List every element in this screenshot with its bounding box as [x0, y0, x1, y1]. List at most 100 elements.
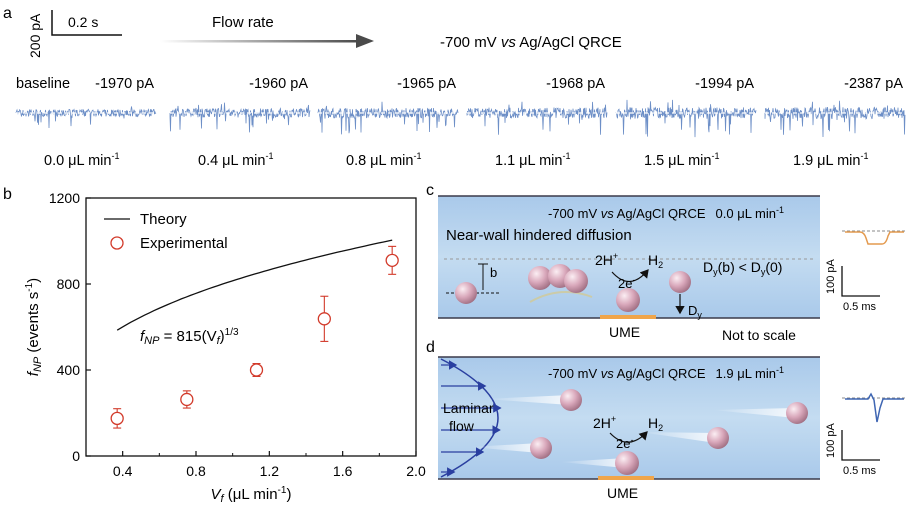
experimental-point	[249, 363, 264, 377]
panel-a-condition: -700 mV vs Ag/AgCl QRCE	[440, 34, 622, 51]
ume-label-d: UME	[607, 485, 638, 501]
y-tick-label: 1200	[49, 190, 80, 206]
current-traces: -1970 pA 0.0 μL min-1 -1960 pA 0.4 μL min-1…	[15, 76, 906, 169]
x-tick-label: 1.2	[260, 463, 280, 479]
flow-rate-arrow	[160, 40, 358, 43]
particle-trail	[712, 408, 796, 418]
segment-flow-label: 1.5 μL min-1	[644, 151, 719, 169]
current-trace-5	[764, 100, 906, 138]
segment-flow-label: 1.1 μL min-1	[495, 151, 570, 169]
ume-electrode-c	[600, 315, 656, 319]
electron-label: 2e-	[618, 275, 635, 291]
flow-rate-label: Flow rate	[212, 14, 274, 31]
particle-trail	[470, 443, 540, 453]
inset-c-trace	[845, 231, 904, 245]
particle	[786, 402, 808, 424]
segment-current-label: -1994 pA	[695, 76, 754, 92]
experimental-point	[180, 392, 194, 407]
fit-equation: fNP = 815(Vf)1/3	[140, 327, 239, 347]
hindered-diffusion-label: Near-wall hindered diffusion	[446, 227, 632, 244]
not-to-scale-label: Not to scale	[722, 327, 796, 343]
inset-c-scale-x: 0.5 ms	[843, 301, 877, 313]
x-tick-label: 0.8	[186, 463, 206, 479]
particle	[455, 282, 477, 304]
panel-d-letter: d	[426, 339, 435, 356]
current-trace-3	[466, 101, 608, 135]
particle	[564, 269, 588, 293]
inset-d-scale-x: 0.5 ms	[843, 465, 877, 477]
particle	[616, 288, 640, 312]
electron-label-d: 2e-	[616, 435, 633, 451]
reaction-arrow	[611, 269, 649, 283]
hydrogen-label-d: H2	[648, 415, 663, 433]
particle-trail	[560, 458, 626, 468]
inset-d-scale-bar	[841, 430, 880, 461]
inset-d-scale-y: 100 pA	[825, 422, 837, 458]
experimental-point	[385, 253, 399, 268]
segment-flow-label: 0.4 μL min-1	[198, 151, 273, 169]
current-trace-0	[15, 106, 157, 129]
laminar-label: Laminar	[443, 400, 494, 416]
flow-rate-arrow-head	[356, 34, 374, 48]
reaction-arrow-d	[609, 431, 648, 443]
segment-current-label: -1965 pA	[397, 76, 456, 92]
panel-b: b 0.4 0.8 1.2 1.6 2.0 0 400 800 1200 fNP (events…	[3, 186, 426, 505]
panel-c-letter: c	[426, 182, 434, 199]
experimental-point	[110, 411, 124, 426]
particle-trail	[485, 395, 570, 405]
y-tick-label: 0	[72, 448, 80, 464]
proton-label: 2H+	[595, 251, 618, 268]
particle	[560, 389, 582, 411]
current-trace-4	[615, 99, 757, 138]
panel-a-scale-y: 200 pA	[27, 13, 43, 58]
segment-current-label: -1968 pA	[546, 76, 605, 92]
x-axis-label: Vf (μL min-1)	[211, 485, 292, 505]
current-trace-2	[317, 101, 459, 135]
inset-c-scale-y: 100 pA	[825, 258, 837, 294]
b-label: b	[490, 265, 497, 280]
segment-flow-label: 0.0 μL min-1	[44, 151, 119, 169]
dy-label: Dy	[688, 303, 702, 320]
hydrogen-label: H2	[648, 252, 663, 270]
baseline-label: baseline	[16, 76, 70, 92]
x-tick-label: 2.0	[406, 463, 426, 479]
legend-experimental: Experimental	[140, 235, 228, 252]
flow-label: flow	[449, 418, 475, 434]
plot-frame	[85, 197, 417, 457]
legend-exp-marker	[110, 236, 124, 250]
x-tick-label: 0.4	[113, 463, 133, 479]
diffusion-inequality: Dy(b) < Dy(0)	[703, 259, 782, 277]
particle-trail	[640, 432, 716, 443]
particle	[669, 271, 691, 293]
panel-b-letter: b	[3, 186, 12, 203]
panel-a: a 200 pA 0.2 s Flow rate -700 mV vs Ag/A…	[3, 5, 906, 169]
segment-flow-label: 1.9 μL min-1	[793, 151, 868, 169]
x-tick-label: 1.6	[333, 463, 353, 479]
y-axis-label: fNP (events s-1)	[24, 278, 44, 376]
proton-label-d: 2H+	[593, 414, 616, 431]
legend-theory: Theory	[140, 211, 187, 228]
segment-current-label: -1960 pA	[249, 76, 308, 92]
segment-current-label: -2387 pA	[844, 76, 903, 92]
segment-flow-label: 0.8 μL min-1	[346, 151, 421, 169]
inset-d-trace	[845, 392, 904, 423]
panel-a-letter: a	[3, 5, 12, 22]
inset-c-scale-bar	[841, 266, 880, 297]
particle	[615, 451, 639, 475]
segment-current-label: -1970 pA	[95, 76, 154, 92]
panel-a-scale-bar	[51, 10, 122, 36]
particle	[707, 427, 729, 449]
ume-electrode-d	[598, 476, 654, 480]
experimental-point	[317, 312, 331, 326]
laminar-profile	[440, 358, 499, 478]
laminar-arrows	[441, 360, 502, 477]
ume-label-c: UME	[609, 324, 640, 340]
particle	[530, 437, 552, 459]
panel-a-scale-x: 0.2 s	[68, 14, 98, 30]
y-tick-label: 400	[57, 362, 81, 378]
y-tick-label: 800	[57, 276, 81, 292]
